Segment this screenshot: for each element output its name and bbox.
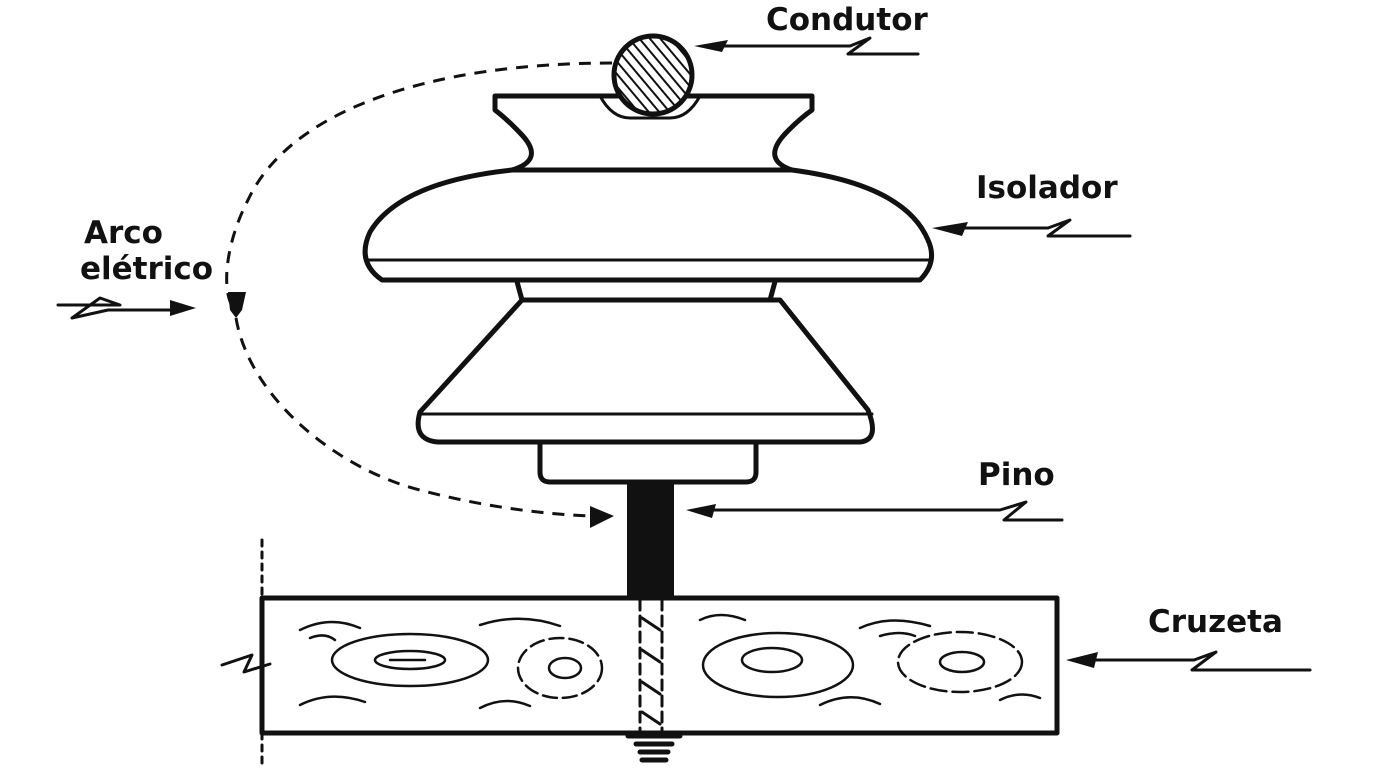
arc-arrow: [56, 296, 196, 320]
electric-arc-path: [225, 61, 614, 528]
conductor: [611, 33, 695, 117]
conductor-arrow: [694, 36, 920, 56]
label-crossarm: Cruzeta: [1148, 604, 1283, 640]
label-conductor: Condutor: [766, 2, 928, 38]
wood-grain: [298, 613, 1042, 710]
insulator: [362, 93, 935, 485]
pin-arrow: [686, 500, 1064, 522]
crossarm-arrow: [1066, 650, 1312, 672]
crossarm: [220, 538, 1060, 768]
label-insulator: Isolador: [976, 170, 1118, 206]
label-pin: Pino: [978, 457, 1055, 493]
label-arc-line2: elétrico: [80, 251, 213, 287]
pin: [627, 478, 674, 600]
label-arc-line1: Arco: [84, 215, 163, 251]
insulator-arrow: [932, 218, 1132, 238]
arc-arrowhead-icon: [590, 506, 614, 528]
arc-marker-icon: [228, 292, 246, 318]
